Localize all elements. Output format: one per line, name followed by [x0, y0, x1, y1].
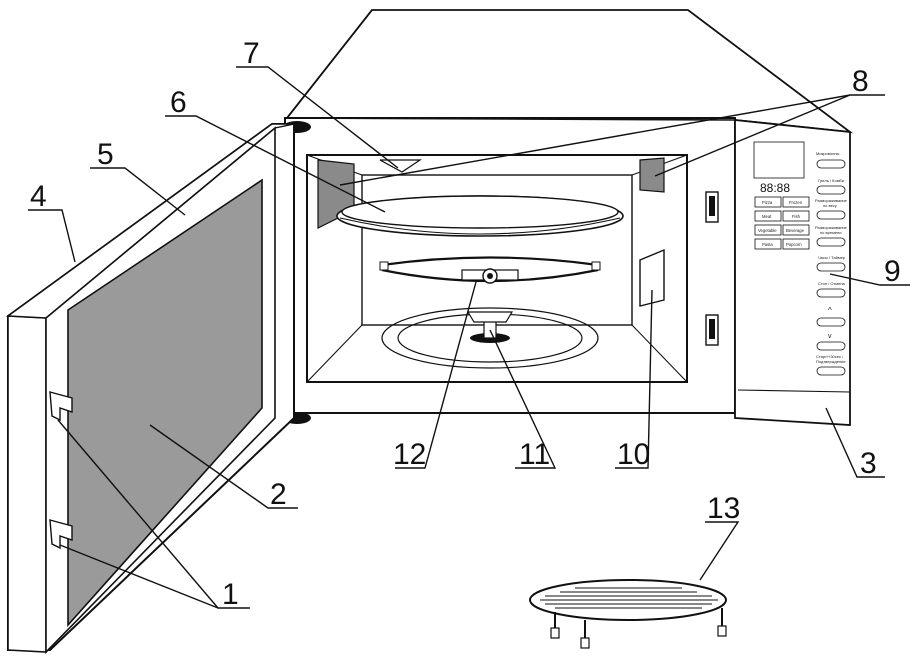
defrost-weight-button-label-1: Размораживание	[815, 198, 848, 203]
display-readout: 88:88	[760, 181, 790, 195]
callout-13: 13	[707, 492, 740, 525]
defrost-weight-button-label-2: по весу	[823, 203, 837, 208]
grill-combi-button-label: Гриль / Комби	[818, 178, 844, 183]
defrost-weight-button[interactable]	[816, 210, 846, 220]
stop-cancel-button[interactable]	[816, 288, 846, 298]
callout-11: 11	[519, 438, 550, 471]
defrost-time-button-label-2: по времени	[820, 230, 842, 235]
door	[5, 123, 295, 654]
waveguide-cover-right	[639, 157, 665, 193]
start-button-label-1: Старт/+30сек /	[816, 354, 844, 359]
popcorn-key[interactable]	[782, 238, 810, 250]
frozen-key[interactable]	[782, 196, 810, 208]
callout-8: 8	[852, 65, 869, 98]
roller-ring	[379, 256, 601, 284]
door-latches	[49, 391, 73, 550]
up-button[interactable]	[816, 317, 846, 327]
latch-holes	[705, 191, 719, 346]
vegetable-key-label: Vegetable	[758, 228, 777, 233]
beverage-key-label: Beverage	[786, 228, 805, 233]
microwave-button-label: Микроволны	[816, 151, 840, 156]
mica-cover	[639, 248, 665, 307]
pizza-key-label: Pizza	[762, 200, 773, 205]
callout-10: 10	[617, 438, 650, 471]
meat-key[interactable]	[754, 210, 782, 222]
callout-1: 1	[222, 578, 239, 611]
clock-timer-button[interactable]	[816, 262, 846, 272]
callout-6: 6	[170, 86, 187, 119]
control-panel: 88:88 Pizza Frozen Meat Fish Vegetable B…	[734, 119, 851, 426]
callout-numbers: 1 2 3 4 5 6 7 8 9 10 11 12 13	[30, 37, 901, 611]
callout-7: 7	[243, 37, 260, 70]
popcorn-key-label: Popcorn	[786, 242, 802, 247]
cabinet-top	[285, 9, 854, 134]
up-arrow-icon: ^	[828, 306, 832, 315]
frozen-key-label: Frozen	[789, 200, 803, 205]
callout-5: 5	[97, 138, 114, 171]
pizza-key[interactable]	[754, 196, 782, 208]
grill-heater	[379, 159, 422, 173]
start-button-label-2: Подтверждение	[816, 359, 846, 364]
fish-key-label: Fish	[792, 214, 801, 219]
leader-lines	[28, 66, 910, 609]
panel-buttons: Микроволны Гриль / Комби Размораживание …	[815, 151, 848, 376]
glass-tray	[336, 195, 624, 237]
beverage-key[interactable]	[782, 224, 810, 236]
low-rack	[529, 579, 727, 649]
pasta-key[interactable]	[754, 238, 782, 250]
callout-9: 9	[884, 255, 901, 288]
pasta-key-label: Pasta	[762, 242, 773, 247]
meat-key-label: Meat	[762, 214, 772, 219]
microwave-button[interactable]	[816, 159, 846, 169]
door-window	[67, 178, 263, 628]
stop-cancel-button-label: Стоп / Отмена	[818, 281, 846, 286]
callout-4: 4	[30, 180, 47, 213]
function-keys: Pizza Frozen Meat Fish Vegetable Beverag…	[754, 196, 810, 250]
defrost-time-button[interactable]	[816, 237, 846, 247]
callout-2: 2	[270, 478, 287, 511]
down-button[interactable]	[816, 341, 846, 351]
grill-combi-button[interactable]	[816, 185, 846, 195]
down-arrow-icon: v	[828, 333, 832, 340]
start-button[interactable]	[816, 366, 846, 376]
vegetable-key[interactable]	[754, 224, 782, 236]
callout-3: 3	[860, 447, 877, 480]
callout-12: 12	[393, 438, 426, 471]
roller-coupler	[466, 311, 514, 339]
defrost-time-button-label-1: Размораживание	[815, 225, 848, 230]
fish-key[interactable]	[782, 210, 810, 222]
clock-timer-button-label: Часы / Таймер	[818, 255, 846, 260]
